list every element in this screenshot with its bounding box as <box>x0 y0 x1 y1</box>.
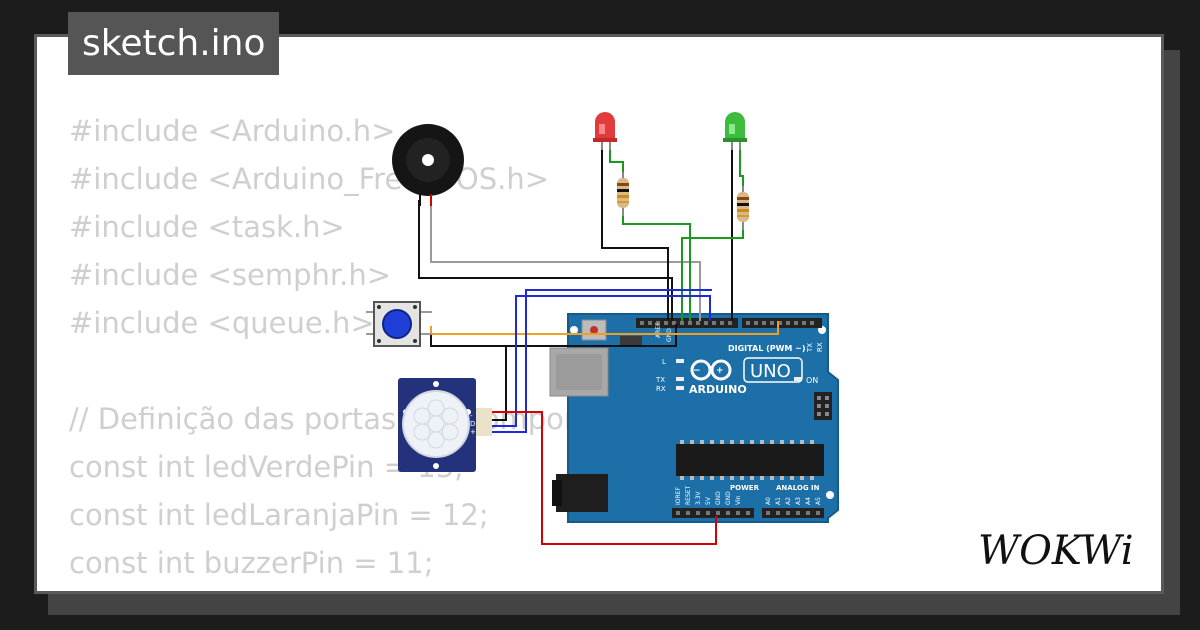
analog-pin-label: A1 <box>775 497 782 505</box>
code-line: #include <semphr.h> <box>69 258 392 292</box>
wire-led-green-signal <box>681 226 744 321</box>
rx-label: RX <box>656 385 666 393</box>
svg-text:+: + <box>716 366 724 376</box>
wire-led-red-signal <box>622 212 691 321</box>
wire-buzzer-black <box>418 200 673 321</box>
rx-header-label: RX <box>816 342 824 352</box>
arduino-uno-board[interactable]: AREF GND DIGITAL (PWM ~) TX RX L TX RX −… <box>549 313 839 523</box>
aref-label: AREF <box>655 322 662 338</box>
power-pin-label: GND <box>725 491 732 505</box>
power-pin-label: 5V <box>705 496 712 505</box>
svg-text:−: − <box>693 366 701 376</box>
led-red[interactable] <box>593 112 617 150</box>
buzzer[interactable] <box>392 124 464 206</box>
wokwi-logo: WOKWi <box>978 528 1134 574</box>
arduino-brand: ARDUINO <box>689 383 747 396</box>
power-label: POWER <box>730 484 760 492</box>
icsp-header <box>814 392 832 420</box>
on-label: ON <box>806 376 818 385</box>
pir-motion-sensor[interactable]: - D + <box>398 378 492 472</box>
l-label: L <box>662 358 666 366</box>
analog-header <box>762 508 824 518</box>
digital-label: DIGITAL (PWM ~) <box>728 344 806 353</box>
led-green[interactable] <box>723 112 747 150</box>
power-pin-label: IOREF <box>675 487 682 505</box>
resistor-green-led <box>737 186 749 230</box>
analog-pin-label: A5 <box>815 497 822 505</box>
tx-label: TX <box>655 376 665 384</box>
digital-header <box>636 318 738 328</box>
analog-pin-label: A4 <box>805 497 812 505</box>
code-line: const int buzzerPin = 11; <box>69 546 434 580</box>
wire-button-orange <box>430 321 779 335</box>
code-line: const int ledLaranjaPin = 12; <box>69 498 489 532</box>
wire-led-red-lead <box>609 148 624 176</box>
wire-pir-red <box>492 411 717 545</box>
pir-pin-label-data: D <box>470 420 475 428</box>
wire-led-red-gnd <box>601 148 669 321</box>
power-jack <box>556 474 608 512</box>
wire-buzzer-gray <box>430 200 701 321</box>
power-pin-label: Vin <box>735 495 742 505</box>
code-line: #include <task.h> <box>69 210 345 244</box>
power-header <box>672 508 754 518</box>
atmega-chip <box>676 444 824 476</box>
arduino-logo <box>690 359 732 381</box>
pir-pin-label-vcc: + <box>470 428 476 436</box>
code-line: #include <Arduino.h> <box>69 114 396 148</box>
analog-pin-label: A2 <box>785 497 792 505</box>
code-background: #include <Arduino.h> #include <Arduino_Fr… <box>69 107 663 591</box>
wire-pir-black <box>492 346 507 421</box>
wires <box>418 148 779 545</box>
wire-pir-blue-2 <box>492 289 712 433</box>
code-line: #include <Arduino_FreeRTOS.h> <box>69 162 550 196</box>
push-button[interactable] <box>366 301 432 347</box>
wire-led-green-lead <box>739 148 744 190</box>
power-pin-label: 3.3V <box>695 490 702 505</box>
analog-pin-label: A3 <box>795 497 802 505</box>
wire-pir-blue-1 <box>492 295 711 427</box>
wokwi-logo-text: WOKWi <box>978 528 1134 574</box>
resistor-red-led <box>617 172 629 216</box>
power-pin-label: GND <box>715 491 722 505</box>
tx-header-label: TX <box>806 343 814 353</box>
pir-pin-label-gnd: - <box>470 412 473 420</box>
analog-label: ANALOG IN <box>776 484 820 492</box>
code-line: #include <queue.h> <box>69 306 375 340</box>
uno-label: UNO <box>750 361 791 382</box>
analog-pin-label: A0 <box>765 497 772 505</box>
power-pin-label: RESET <box>685 485 692 505</box>
file-title: sketch.ino <box>68 12 280 75</box>
